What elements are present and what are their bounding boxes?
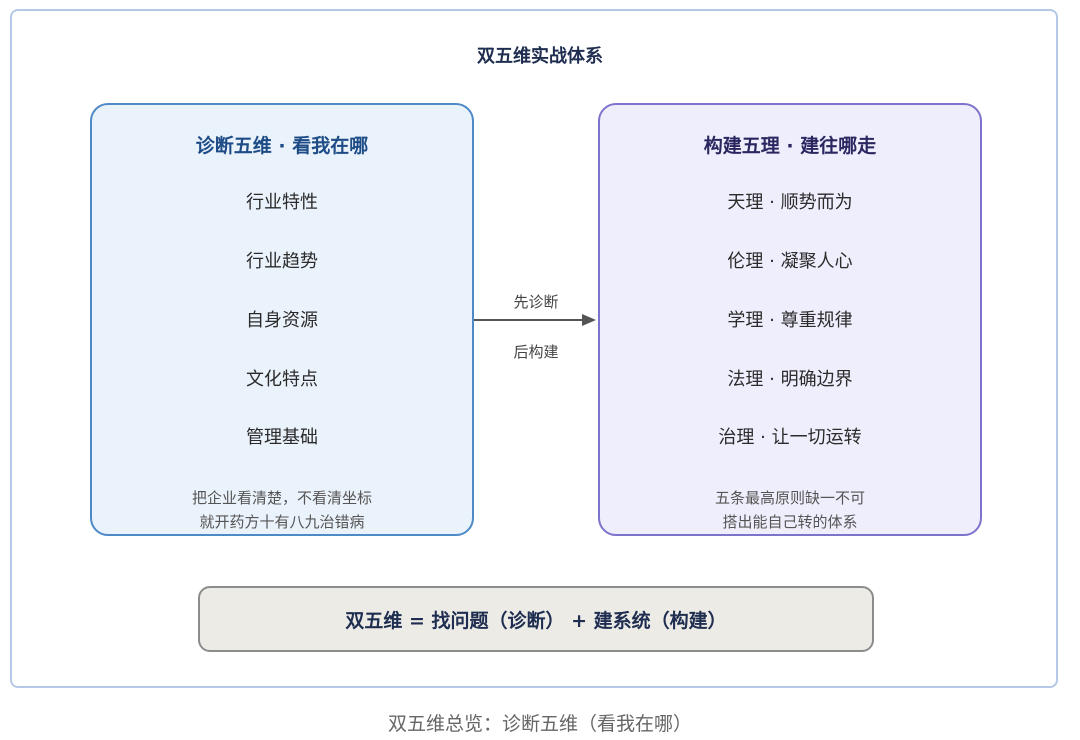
diagnosis-note-line: 把企业看清楚，不看清坐标 (191, 489, 372, 507)
figure-caption: 双五维总览：诊断五维（看我在哪） (387, 713, 692, 735)
construction-item: 治理 · 让一切运转 (718, 427, 862, 448)
diagnosis-note-line: 就开药方十有八九治错病 (199, 513, 365, 531)
construction-note-line: 搭出能自己转的体系 (722, 513, 858, 531)
formula-text: 双五维 = 找问题（诊断） + 建系统（构建） (345, 609, 727, 632)
construction-item: 伦理 · 凝聚人心 (727, 251, 853, 272)
diagnosis-item: 行业特性 (246, 192, 318, 213)
construction-box: 构建五理 · 建往哪走 天理 · 顺势而为 伦理 · 凝聚人心 学理 · 尊重规… (598, 103, 982, 536)
diagram-title: 双五维实战体系 (477, 46, 603, 67)
arrow-bottom-label: 后构建 (513, 343, 559, 361)
diagnosis-item: 自身资源 (246, 310, 318, 331)
construction-item: 学理 · 尊重规律 (727, 310, 853, 331)
construction-note-line: 五条最高原则缺一不可 (714, 489, 865, 507)
diagnosis-item: 管理基础 (246, 427, 318, 448)
formula-box: 双五维 = 找问题（诊断） + 建系统（构建） (198, 586, 874, 652)
construction-item: 天理 · 顺势而为 (727, 192, 853, 213)
construction-item: 法理 · 明确边界 (727, 369, 853, 390)
arrow-top-label: 先诊断 (513, 293, 559, 311)
diagnosis-box-title: 诊断五维 · 看我在哪 (195, 135, 369, 157)
diagnosis-box: 诊断五维 · 看我在哪 行业特性 行业趋势 自身资源 文化特点 管理基础 把企业… (90, 103, 474, 536)
diagnosis-item: 文化特点 (246, 369, 318, 390)
right-arrow-icon (474, 314, 596, 326)
construction-box-title: 构建五理 · 建往哪走 (703, 135, 877, 157)
diagnosis-item: 行业趋势 (246, 251, 318, 272)
